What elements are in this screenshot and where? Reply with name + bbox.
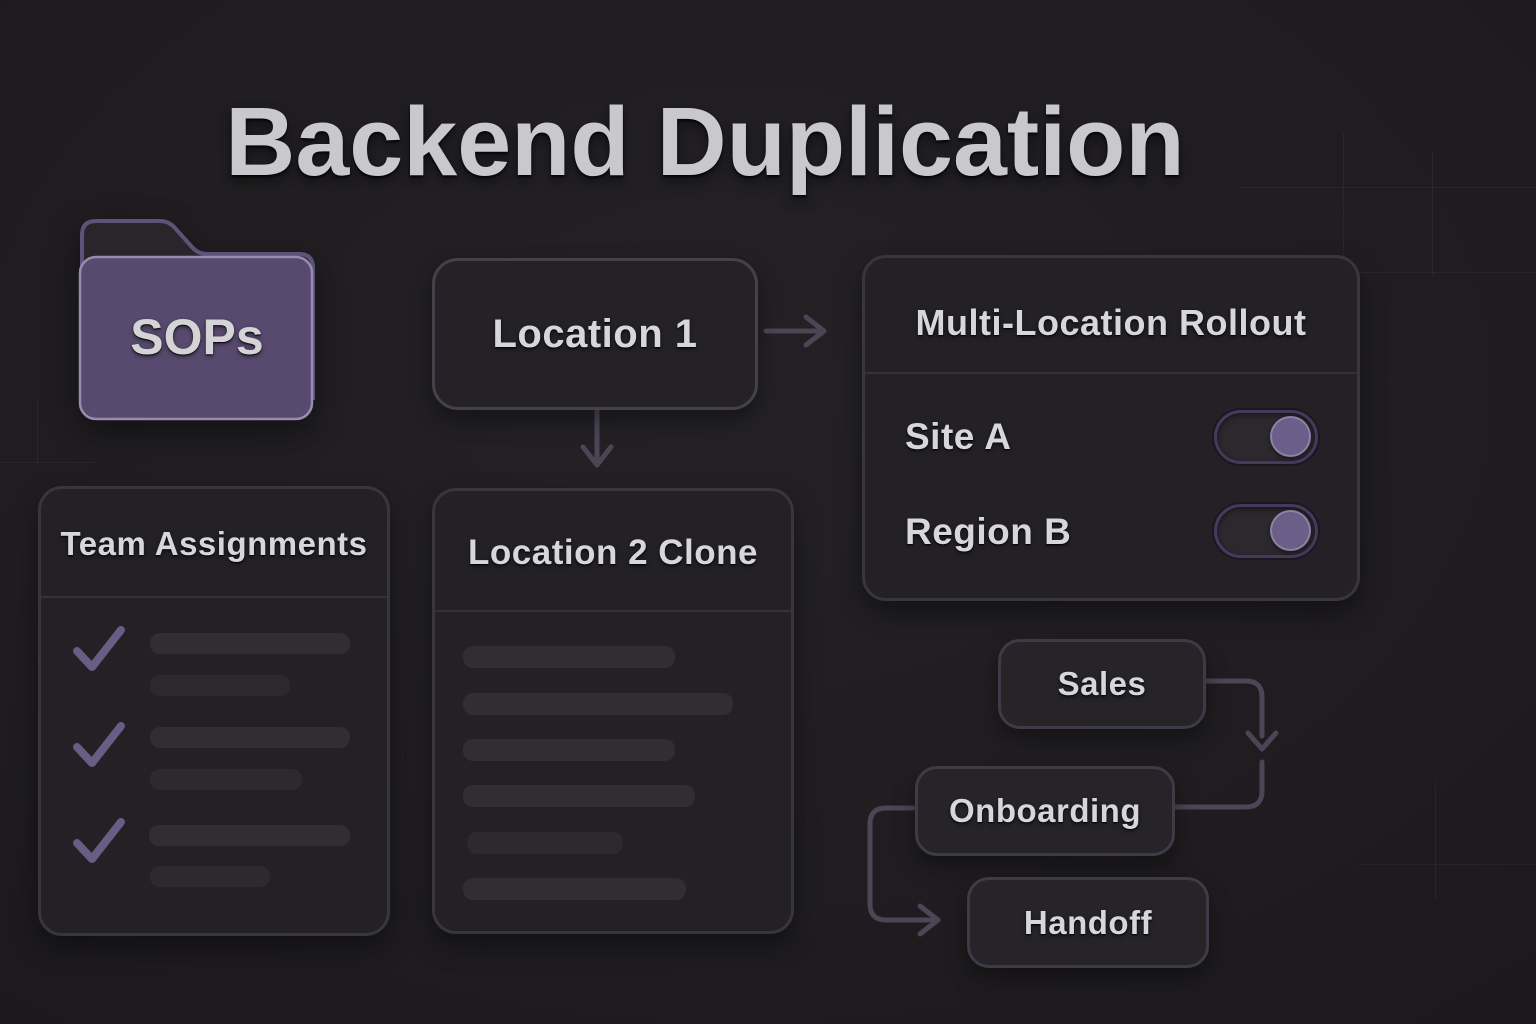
skeleton-line — [150, 633, 350, 654]
grid-line — [1330, 272, 1536, 273]
node-label: Onboarding — [949, 792, 1141, 829]
node-label: Location 1 — [492, 311, 698, 356]
skeleton-line — [463, 878, 686, 900]
arrowhead-right-icon — [803, 314, 827, 348]
grid-line — [1240, 187, 1536, 188]
node-label: Handoff — [1023, 903, 1153, 941]
grid-line — [1432, 150, 1433, 275]
panel-title: Location 2 Clone — [468, 533, 758, 572]
panel-divider — [435, 610, 791, 612]
sops-folder — [68, 203, 322, 431]
skeleton-line — [150, 866, 270, 887]
skeleton-line — [467, 832, 623, 854]
skeleton-line — [463, 693, 733, 715]
skeleton-line — [463, 646, 675, 668]
skeleton-line — [150, 769, 302, 790]
node-location-1: Location 1 — [432, 258, 758, 410]
folder-front-panel — [78, 255, 314, 421]
grid-line — [1435, 778, 1436, 900]
skeleton-line — [463, 785, 695, 807]
panel-title: Multi-Location Rollout — [915, 302, 1307, 343]
checkmark-icon — [73, 626, 125, 671]
grid-line — [1343, 132, 1344, 282]
panel-divider — [865, 372, 1357, 374]
toggle-row-label: Site A — [905, 416, 1012, 457]
panel-location-2-clone: Location 2 Clone — [432, 488, 794, 934]
node-sales: Sales — [998, 639, 1206, 729]
checkmark-icon — [73, 722, 125, 767]
skeleton-line — [150, 675, 290, 696]
panel-title: Team Assignments — [60, 525, 368, 562]
arrowhead-down-icon — [580, 444, 614, 468]
toggle-row-label: Region B — [905, 511, 1072, 552]
skeleton-line — [463, 739, 675, 761]
panel-multi-location-rollout: Multi-Location Rollout Site A Region B — [862, 255, 1360, 601]
toggle-knob — [1270, 416, 1311, 457]
panel-team-assignments: Team Assignments — [38, 486, 390, 936]
node-onboarding: Onboarding — [915, 766, 1175, 856]
arrow-sales-to-onboarding-tail — [1171, 759, 1265, 810]
panel-divider — [41, 596, 387, 598]
grid-line — [1358, 864, 1536, 865]
arrowhead-down-icon — [1245, 730, 1279, 752]
node-handoff: Handoff — [967, 877, 1209, 968]
toggle-region-b[interactable] — [1214, 504, 1318, 558]
arrow-sales-to-onboarding — [1201, 678, 1265, 739]
toggle-site-a[interactable] — [1214, 410, 1318, 464]
node-label: Sales — [1057, 665, 1147, 702]
arrowhead-right-icon — [917, 903, 941, 937]
skeleton-line — [149, 825, 350, 846]
page-title: Backend Duplication — [225, 87, 1185, 196]
folder-name-label: SOPs — [130, 309, 264, 365]
grid-line — [37, 400, 38, 464]
grid-line — [0, 462, 95, 463]
skeleton-line — [150, 727, 350, 748]
toggle-knob — [1270, 510, 1311, 551]
checkmark-icon — [73, 818, 125, 863]
